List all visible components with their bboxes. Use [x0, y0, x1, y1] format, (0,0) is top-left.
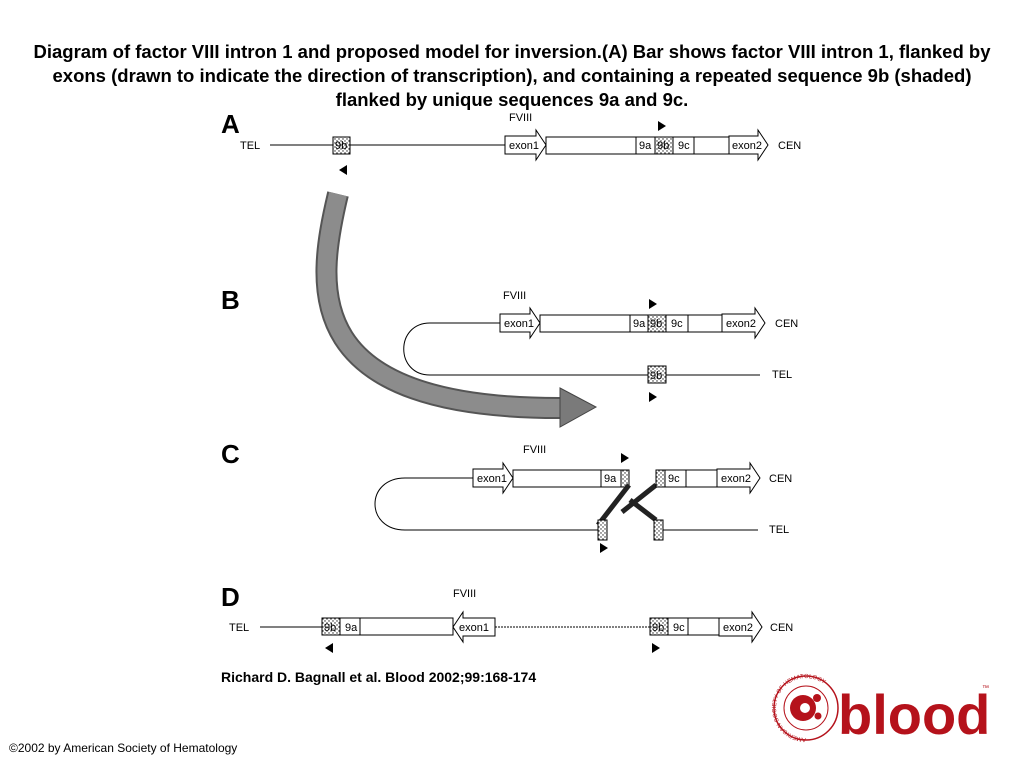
panel-a-9c-label: 9c: [678, 140, 690, 152]
panel-c-tel-label: TEL: [769, 524, 789, 536]
panel-b-exon2-arrow: [721, 306, 766, 340]
blood-wordmark: blood: [838, 683, 990, 746]
panel-d-arrowhead-left: [325, 643, 333, 653]
panel-a-exon2-label: exon2: [732, 140, 762, 152]
panel-d-arrowhead-right: [652, 643, 660, 653]
inversion-curved-arrow: [315, 191, 598, 428]
panel-d-exon1-arrow: [452, 610, 496, 644]
panel-c-exon1-arrow: [472, 461, 514, 495]
panel-d-9a-label: 9a: [345, 622, 358, 634]
panel-d-fviii-label: FVIII: [453, 588, 476, 600]
trademark-symbol: ™: [982, 685, 989, 692]
panel-c-cen-label: CEN: [769, 473, 792, 485]
panel-b-tel-label: TEL: [772, 369, 792, 381]
panel-b-exon2-label: exon2: [726, 318, 756, 330]
panel-d-exon2-arrow: [718, 610, 763, 644]
blood-journal-logo: AMERICAN SOCIETY OF HEMATOLOGY blood ™: [772, 674, 990, 746]
copyright: ©2002 by American Society of Hematology: [9, 741, 238, 755]
panel-a-arrowhead-left: [339, 165, 347, 175]
panel-c-exon2-label: exon2: [721, 473, 751, 485]
panel-b-exon1-label: exon1: [504, 318, 534, 330]
panel-c-exon1-label: exon1: [477, 473, 507, 485]
panel-b: B FVIII exon1 9a 9b 9c exon2 CEN 9b TEL: [221, 285, 798, 402]
panel-b-fviii-label: FVIII: [503, 290, 526, 302]
panel-b-9c-label: 9c: [671, 318, 683, 330]
panel-b-arrowhead-bottom: [649, 392, 657, 402]
panel-a-exon1-arrow: [504, 128, 547, 162]
panel-c-9a-label: 9a: [604, 473, 617, 485]
panel-b-repeat-9b-top: [647, 314, 667, 333]
panel-c-repeat-9b-half-bottom-left: [597, 519, 608, 541]
panel-a-cen-label: CEN: [778, 140, 801, 152]
panel-a-9b-right-label: 9b: [657, 140, 669, 152]
citation: Richard D. Bagnall et al. Blood 2002;99:…: [221, 669, 537, 685]
panel-d-letter: D: [221, 582, 240, 612]
panel-a-9a-label: 9a: [639, 140, 652, 152]
panel-c-repeat-9b-half-top-right: [655, 469, 666, 488]
panel-a-arrowhead-right: [658, 121, 666, 131]
panel-c-letter: C: [221, 439, 240, 469]
panel-a: A FVIII TEL 9b exon1 9a 9b 9c exon2 CEN: [221, 109, 801, 175]
panel-b-9a-label: 9a: [633, 318, 646, 330]
panel-b-cen-label: CEN: [775, 318, 798, 330]
figure-title: Diagram of factor VIII intron 1 and prop…: [33, 41, 991, 110]
panel-a-letter: A: [221, 109, 240, 139]
panel-b-9b-bottom-label: 9b: [650, 370, 662, 382]
panel-c-9c-label: 9c: [668, 473, 680, 485]
panel-b-9b-top-label: 9b: [650, 318, 662, 330]
panel-d-cen-label: CEN: [770, 622, 793, 634]
panel-c-repeat-9b-half-bottom-right: [653, 519, 664, 541]
panel-c-fviii-label: FVIII: [523, 444, 546, 456]
panel-b-exon1-arrow: [499, 306, 541, 340]
panel-a-repeat-9b-right: [654, 136, 674, 155]
panel-d-9b-right-label: 9b: [652, 622, 664, 634]
panel-d-tel-label: TEL: [229, 622, 249, 634]
panel-c-arrowhead-bottom: [600, 543, 608, 553]
panel-a-9b-left-label: 9b: [335, 140, 347, 152]
panel-a-exon1-label: exon1: [509, 140, 539, 152]
panel-c-arrowhead-top: [621, 453, 629, 463]
panel-b-arrowhead-top: [649, 299, 657, 309]
panel-a-fviii-label: FVIII: [509, 112, 532, 124]
panel-d: D FVIII TEL 9b 9a exon1 9b 9c exon2 CEN: [221, 582, 793, 653]
panel-d-9c-label: 9c: [673, 622, 685, 634]
panel-c: C FVIII exon1 9a 9c exon2 CEN TEL: [221, 439, 792, 553]
panel-d-9b-left-label: 9b: [324, 622, 336, 634]
panel-d-exon1-label: exon1: [459, 622, 489, 634]
panel-a-tel-label: TEL: [240, 140, 260, 152]
panel-d-exon2-label: exon2: [723, 622, 753, 634]
panel-b-letter: B: [221, 285, 240, 315]
panel-a-exon2-arrow: [728, 128, 769, 162]
panel-c-exon2-arrow: [716, 461, 761, 495]
